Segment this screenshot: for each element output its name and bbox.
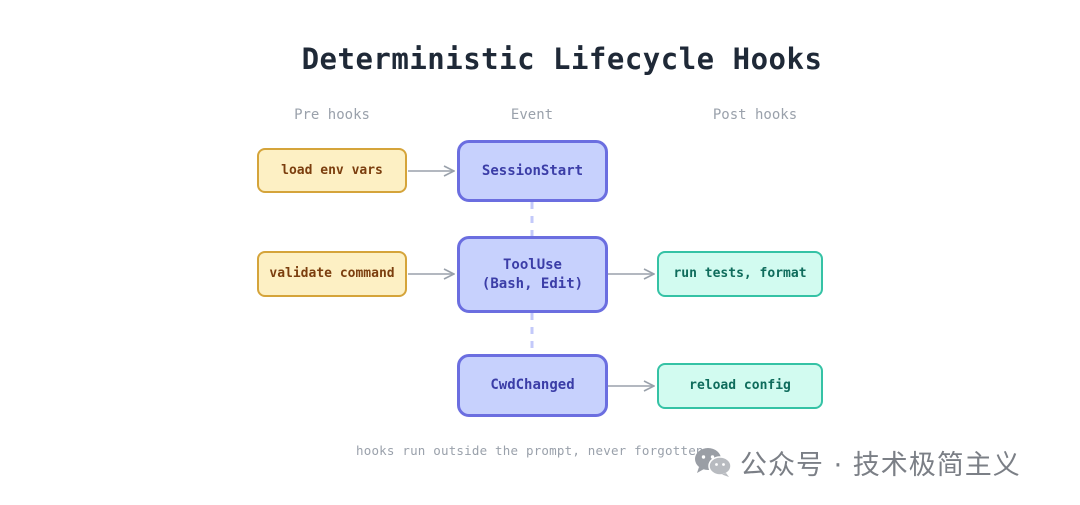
footer-note: hooks run outside the prompt, never forg…: [356, 443, 704, 458]
event-tool-use: ToolUse (Bash, Edit): [457, 236, 608, 313]
post-hook-run-tests-format: run tests, format: [657, 251, 823, 297]
event-label: SessionStart: [481, 162, 584, 179]
pre-hook-validate-command: validate command: [257, 251, 407, 297]
event-cwd-changed: CwdChanged: [457, 354, 608, 417]
event-label: CwdChanged: [490, 377, 575, 394]
diagram-title: Deterministic Lifecycle Hooks: [301, 42, 823, 76]
column-header-post: Post hooks: [712, 107, 798, 123]
event-session-start: SessionStart: [457, 140, 608, 202]
post-hook-reload-config: reload config: [657, 363, 823, 409]
wechat-icon: [695, 448, 732, 477]
column-header-pre: Pre hooks: [294, 107, 370, 123]
watermark-text: 公众号 · 技术极简主义: [740, 450, 1021, 481]
column-header-event: Event: [510, 107, 554, 123]
event-label: ToolUse (Bash, Edit): [481, 256, 584, 292]
pre-hook-load-env-vars: load env vars: [257, 148, 407, 193]
